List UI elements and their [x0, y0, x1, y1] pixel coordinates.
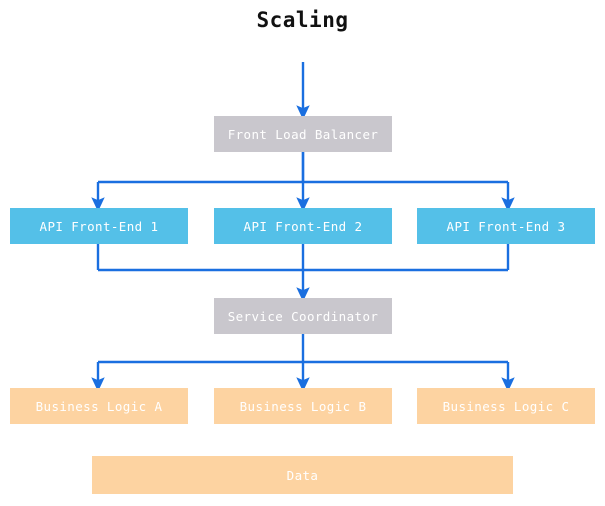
node-front-load-balancer[interactable]: Front Load Balancer — [214, 116, 392, 152]
node-data[interactable]: Data — [92, 456, 513, 494]
node-service-coordinator-label: Service Coordinator — [227, 308, 379, 324]
node-business-logic-c-label: Business Logic C — [442, 398, 570, 414]
node-api-front-end-1-label: API Front-End 1 — [39, 218, 159, 234]
node-business-logic-a[interactable]: Business Logic A — [10, 388, 188, 424]
node-service-coordinator[interactable]: Service Coordinator — [214, 298, 392, 334]
node-api-front-end-1[interactable]: API Front-End 1 — [10, 208, 188, 244]
node-api-front-end-2-label: API Front-End 2 — [243, 218, 363, 234]
node-front-load-balancer-label: Front Load Balancer — [227, 126, 379, 142]
node-business-logic-b-label: Business Logic B — [239, 398, 367, 414]
node-business-logic-a-label: Business Logic A — [35, 398, 163, 414]
diagram-title: Scaling — [256, 8, 349, 32]
node-api-front-end-2[interactable]: API Front-End 2 — [214, 208, 392, 244]
node-business-logic-b[interactable]: Business Logic B — [214, 388, 392, 424]
node-api-front-end-3[interactable]: API Front-End 3 — [417, 208, 595, 244]
node-api-front-end-3-label: API Front-End 3 — [446, 218, 566, 234]
node-data-label: Data — [286, 467, 319, 483]
node-business-logic-c[interactable]: Business Logic C — [417, 388, 595, 424]
